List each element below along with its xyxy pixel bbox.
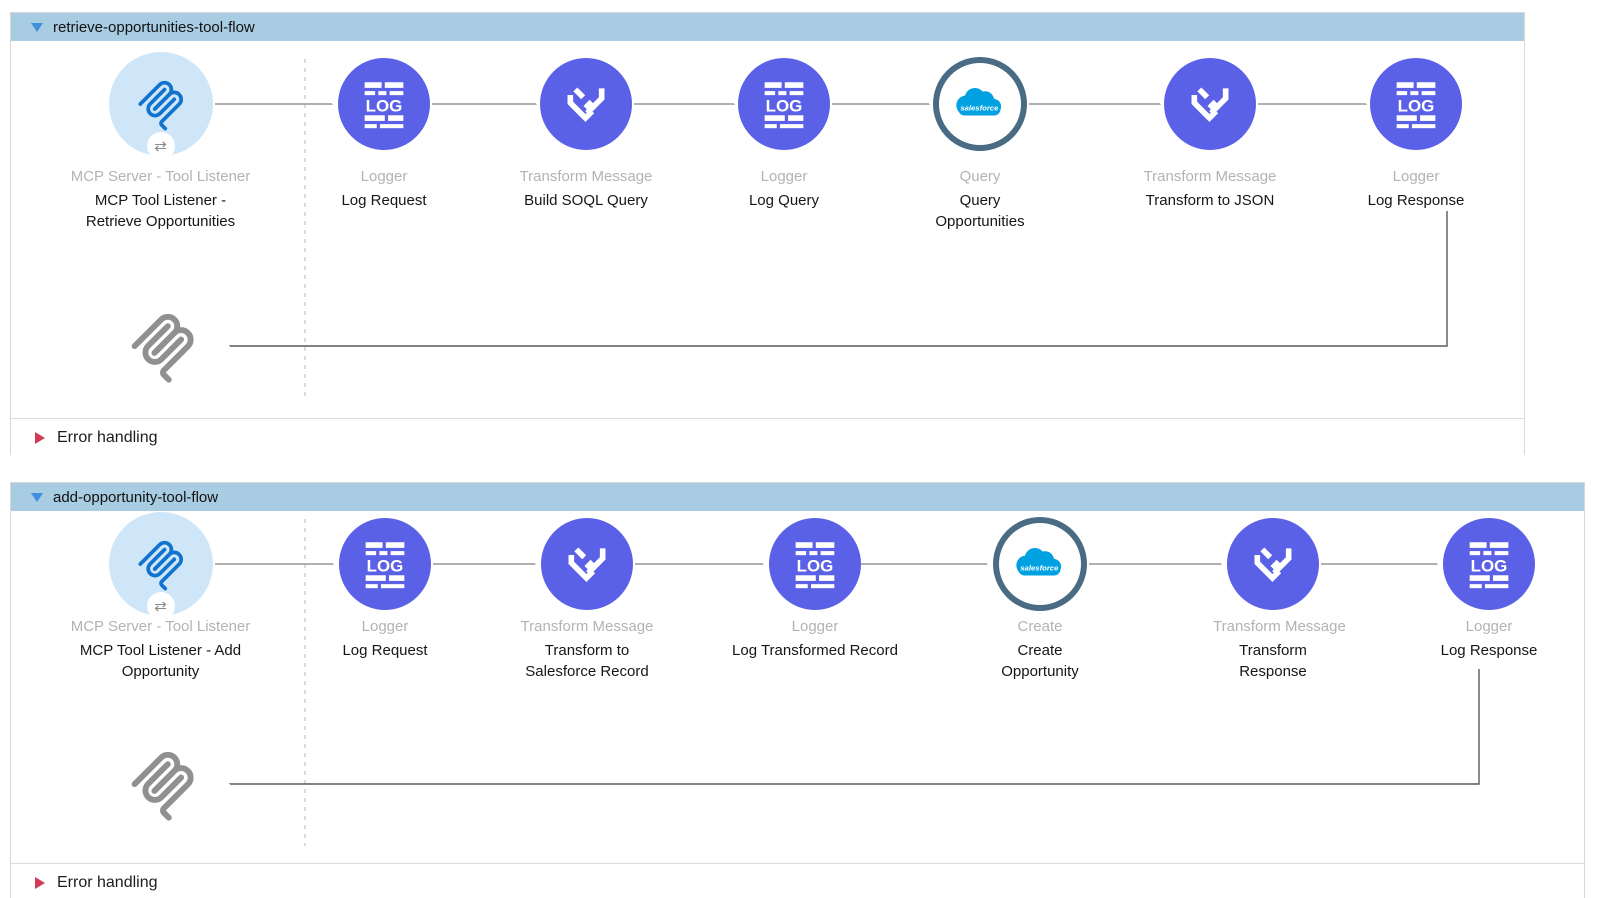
node-name-label: Log Transformed Record bbox=[732, 642, 898, 659]
flow-node-logger[interactable]: LOG Logger Log Response bbox=[1404, 511, 1574, 661]
flow-header[interactable]: add-opportunity-tool-flow bbox=[11, 483, 1584, 511]
flow-node-logger[interactable]: LOG Logger Log Response bbox=[1331, 41, 1501, 211]
dataweave-transform-icon[interactable] bbox=[540, 58, 632, 150]
node-type-label: MCP Server - Tool Listener bbox=[70, 168, 251, 185]
node-type-label: Logger bbox=[1392, 168, 1440, 185]
flow-node-transform-message[interactable]: Transform Message Transform to JSON bbox=[1125, 41, 1295, 211]
node-name-label: Log Request bbox=[341, 192, 427, 209]
exchange-arrows-icon: ⇄ bbox=[146, 132, 175, 160]
flow-node-salesforce-query[interactable]: salesforce Query Query Opportunities bbox=[915, 41, 1045, 232]
logger-icon[interactable]: LOG bbox=[338, 58, 430, 150]
flow-title: add-opportunity-tool-flow bbox=[53, 488, 219, 506]
node-type-label: Create bbox=[1017, 618, 1063, 635]
node-type-label: Logger bbox=[360, 168, 408, 185]
node-name-label: Log Request bbox=[342, 642, 428, 659]
collapse-triangle-icon[interactable] bbox=[31, 492, 43, 502]
svg-text:LOG: LOG bbox=[1398, 96, 1435, 115]
logger-icon[interactable]: LOG bbox=[738, 58, 830, 150]
error-handling-section[interactable]: Error handling bbox=[11, 418, 1524, 456]
salesforce-icon[interactable]: salesforce bbox=[993, 517, 1087, 611]
flow-node-logger[interactable]: LOG Logger Log Query bbox=[699, 41, 869, 211]
svg-text:LOG: LOG bbox=[367, 556, 404, 575]
svg-text:LOG: LOG bbox=[766, 96, 803, 115]
dataweave-transform-icon[interactable] bbox=[1164, 58, 1256, 150]
mcp-listener-icon[interactable]: ⇄ bbox=[108, 52, 213, 160]
flow-node-transform-message[interactable]: Transform Message Transform Response bbox=[1213, 511, 1346, 682]
flow-container-retrieve-opportunities: retrieve-opportunities-tool-flow bbox=[10, 12, 1525, 456]
node-type-label: Transform Message bbox=[520, 618, 654, 635]
flow-node-logger[interactable]: LOG Logger Log Request bbox=[299, 41, 469, 211]
node-name-label: Log Response bbox=[1367, 192, 1465, 209]
flow-node-salesforce-create[interactable]: salesforce Create Create Opportunity bbox=[980, 511, 1100, 682]
flow-body: ⇄ MCP Server - Tool Listener MCP Tool Li… bbox=[11, 511, 1584, 863]
flow-container-add-opportunity: add-opportunity-tool-flow bbox=[10, 482, 1585, 898]
logger-icon[interactable]: LOG bbox=[769, 518, 861, 610]
logger-icon[interactable]: LOG bbox=[1370, 58, 1462, 150]
flow-node-mcp-tool-listener[interactable]: ⇄ MCP Server - Tool Listener MCP Tool Li… bbox=[68, 511, 253, 682]
node-name-label: Log Response bbox=[1440, 642, 1538, 659]
svg-text:LOG: LOG bbox=[797, 556, 834, 575]
dataweave-transform-icon[interactable] bbox=[1227, 518, 1319, 610]
node-name-label: Query Opportunities bbox=[935, 192, 1025, 230]
mcp-return-icon[interactable] bbox=[117, 300, 209, 397]
node-type-label: Query bbox=[959, 168, 1001, 185]
svg-text:salesforce: salesforce bbox=[960, 103, 999, 112]
flow-node-logger[interactable]: LOG Logger Log Transformed Record bbox=[730, 511, 900, 661]
node-name-label: Create Opportunity bbox=[1001, 642, 1079, 680]
flow-title: retrieve-opportunities-tool-flow bbox=[53, 18, 255, 36]
node-type-label: MCP Server - Tool Listener bbox=[70, 618, 251, 635]
error-handling-label: Error handling bbox=[57, 428, 158, 446]
flow-header[interactable]: retrieve-opportunities-tool-flow bbox=[11, 13, 1524, 41]
node-name-label: MCP Tool Listener - Add Opportunity bbox=[79, 642, 242, 680]
dataweave-transform-icon[interactable] bbox=[541, 518, 633, 610]
exchange-arrows-icon: ⇄ bbox=[146, 592, 175, 620]
error-handling-section[interactable]: Error handling bbox=[11, 863, 1584, 898]
node-name-label: Transform to Salesforce Record bbox=[525, 642, 649, 680]
node-name-label: MCP Tool Listener - Retrieve Opportuniti… bbox=[85, 192, 236, 230]
node-name-label: Build SOQL Query bbox=[524, 192, 648, 209]
mcp-return-icon[interactable] bbox=[117, 738, 209, 835]
flow-node-logger[interactable]: LOG Logger Log Request bbox=[300, 511, 470, 661]
expand-triangle-icon[interactable] bbox=[35, 431, 45, 444]
node-name-label: Transform to JSON bbox=[1145, 192, 1275, 209]
node-name-label: Log Query bbox=[748, 192, 820, 209]
salesforce-icon[interactable]: salesforce bbox=[933, 57, 1027, 151]
flow-node-mcp-tool-listener[interactable]: ⇄ MCP Server - Tool Listener MCP Tool Li… bbox=[68, 41, 253, 232]
flow-node-transform-message[interactable]: Transform Message Transform to Salesforc… bbox=[512, 511, 662, 682]
node-type-label: Logger bbox=[760, 168, 808, 185]
node-type-label: Logger bbox=[1465, 618, 1513, 635]
svg-text:LOG: LOG bbox=[366, 96, 403, 115]
node-type-label: Logger bbox=[791, 618, 839, 635]
svg-text:salesforce: salesforce bbox=[1020, 563, 1059, 572]
mcp-listener-icon[interactable]: ⇄ bbox=[108, 512, 213, 620]
node-type-label: Transform Message bbox=[519, 168, 653, 185]
node-type-label: Logger bbox=[361, 618, 409, 635]
node-type-label: Transform Message bbox=[1213, 618, 1346, 635]
node-name-label: Transform Response bbox=[1239, 642, 1307, 680]
node-type-label: Transform Message bbox=[1143, 168, 1277, 185]
flow-body: ⇄ MCP Server - Tool Listener MCP Tool Li… bbox=[11, 41, 1524, 418]
logger-icon[interactable]: LOG bbox=[339, 518, 431, 610]
logger-icon[interactable]: LOG bbox=[1443, 518, 1535, 610]
expand-triangle-icon[interactable] bbox=[35, 876, 45, 889]
svg-text:LOG: LOG bbox=[1471, 556, 1508, 575]
collapse-triangle-icon[interactable] bbox=[31, 22, 43, 32]
flow-node-transform-message[interactable]: Transform Message Build SOQL Query bbox=[501, 41, 671, 211]
error-handling-label: Error handling bbox=[57, 873, 158, 891]
